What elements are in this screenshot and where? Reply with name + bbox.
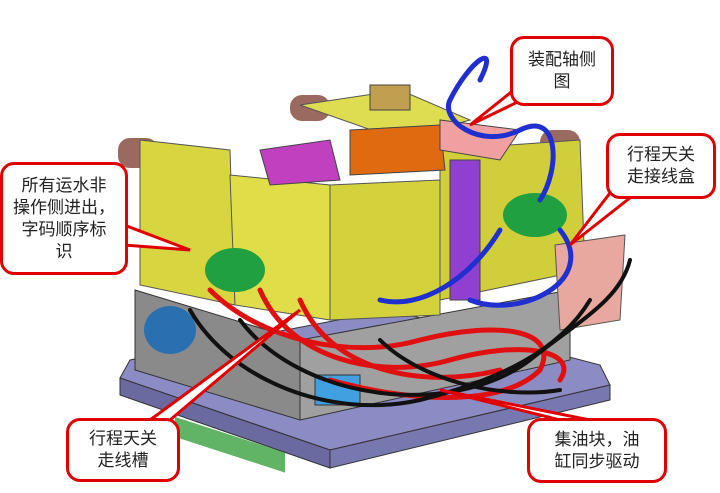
callout-line: 识 [55,241,73,262]
mold-block-mid [329,179,441,321]
callout-assembly-view: 装配轴侧 图 [510,36,614,106]
callout-line: 走接线盒 [627,167,695,187]
green-connector-left [205,248,265,292]
mold-block-front [229,174,331,321]
callout-line: 行程天关 [89,429,157,449]
callout-line: 操作侧进出， [13,197,115,218]
callout-line: 图 [553,72,571,92]
callout-tails [122,82,643,422]
callout-line: 字码顺序标 [21,219,107,240]
callout-line: 装配轴侧 [528,50,596,70]
callout-line: 集油块，油 [554,429,640,450]
callout-line: 行程天关 [627,145,695,165]
callout-line: 走线槽 [97,451,149,471]
callout-line: 所有运水非 [21,175,107,196]
purple-bar [449,159,481,301]
green-connector-right [503,193,567,237]
callout-wire-trough: 行程天关 走线槽 [66,418,180,482]
blue-connector [144,306,196,354]
callout-water-lines: 所有运水非 操作侧进出， 字码顺序标 识 [0,162,128,275]
callout-junction-box: 行程天关 走接线盒 [606,133,716,199]
callout-line: 缸同步驱动 [554,451,640,472]
callout-oil-block: 集油块，油 缸同步驱动 [527,418,667,483]
